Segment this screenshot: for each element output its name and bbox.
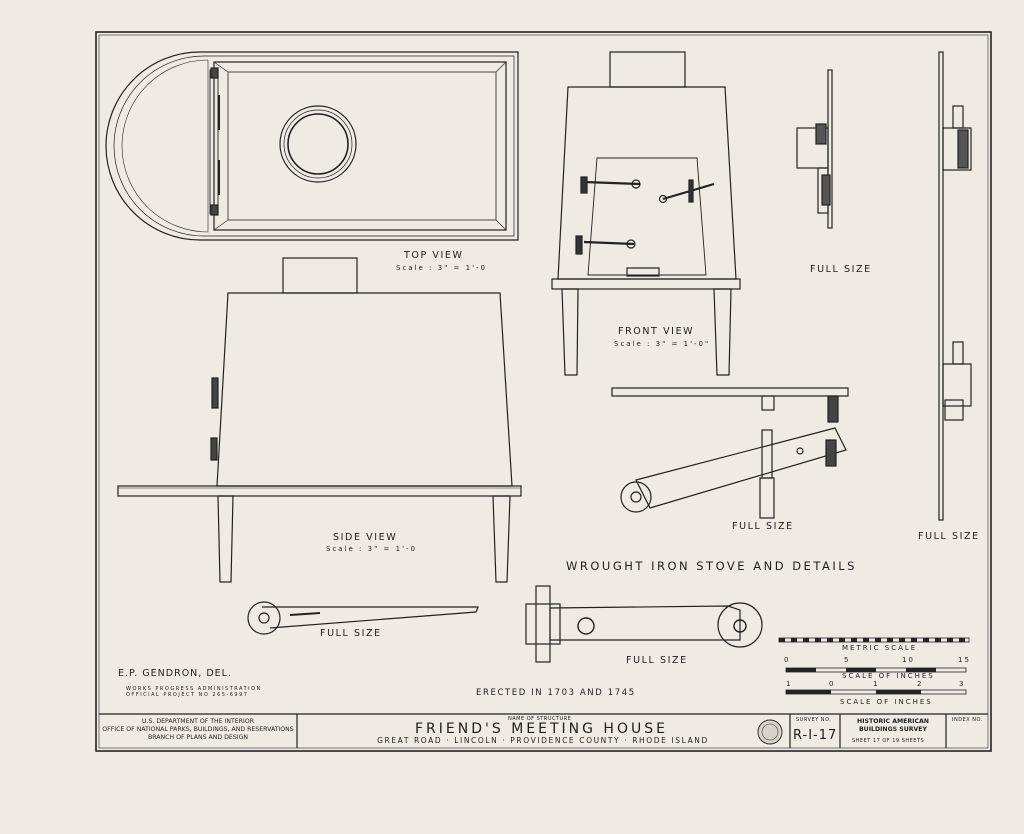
agency-block: U.S. DEPARTMENT OF THE INTERIOR OFFICE O… bbox=[100, 718, 296, 742]
habs-block: HISTORIC AMERICAN BUILDINGS SURVEY bbox=[842, 718, 944, 734]
inner-border bbox=[98, 34, 989, 749]
inch-tick-d: 2 bbox=[917, 680, 924, 688]
index-caption: INDEX NO. bbox=[952, 717, 983, 723]
inch-scale-label-bottom: SCALE OF INCHES bbox=[840, 698, 933, 706]
location-line: GREAT ROAD · LINCOLN · PROVIDENCE COUNTY… bbox=[377, 736, 709, 745]
side-view-scale: Scale : 3" = 1'-0 bbox=[326, 545, 417, 553]
full-size-label-d: FULL SIZE bbox=[320, 628, 382, 639]
top-view-drawing bbox=[105, 51, 519, 241]
habs-line-1: HISTORIC AMERICAN bbox=[857, 718, 929, 725]
metric-scale-label: METRIC SCALE bbox=[842, 644, 918, 652]
seal-icon bbox=[757, 719, 783, 745]
agency-line-2: OFFICE OF NATIONAL PARKS, BUILDINGS, AND… bbox=[102, 726, 294, 733]
hinge-detail-vertical-a bbox=[796, 69, 833, 229]
top-view-label: TOP VIEW bbox=[404, 250, 464, 261]
side-view-label: SIDE VIEW bbox=[333, 532, 398, 543]
full-size-label-a: FULL SIZE bbox=[810, 264, 872, 275]
agency-line-1: U.S. DEPARTMENT OF THE INTERIOR bbox=[142, 718, 254, 725]
drafter-credit: E.P. GENDRON, DEL. bbox=[118, 668, 232, 679]
inch-tick-b: 0 bbox=[829, 680, 836, 688]
front-view-drawing bbox=[551, 51, 741, 376]
rod-detail bbox=[247, 601, 479, 635]
agency-line-3: BRANCH OF PLANS AND DESIGN bbox=[147, 734, 248, 741]
front-view-scale: Scale : 3" = 1'-0" bbox=[614, 340, 711, 348]
habs-line-2: BUILDINGS SURVEY bbox=[858, 726, 928, 733]
structure-name: FRIEND'S MEETING HOUSE bbox=[415, 721, 668, 737]
drawing-title: WROUGHT IRON STOVE AND DETAILS bbox=[566, 559, 857, 573]
side-view-drawing bbox=[117, 257, 522, 583]
metric-tick-0: 0 bbox=[784, 656, 791, 664]
inch-tick-c: 1 bbox=[873, 680, 880, 688]
strap-hinge-detail bbox=[525, 585, 763, 663]
erected-note: ERECTED IN 1703 AND 1745 bbox=[476, 688, 636, 698]
survey-caption: SURVEY NO. bbox=[796, 717, 832, 723]
name-caption: NAME OF STRUCTURE bbox=[508, 716, 572, 722]
sheet-number: SHEET 17 OF 19 SHEETS bbox=[852, 738, 925, 744]
hinge-detail-vertical-b bbox=[938, 51, 972, 521]
inch-scale-label-top: SCALE OF INCHES bbox=[842, 672, 935, 680]
metric-tick-15: 15 bbox=[958, 656, 971, 664]
top-view-scale: Scale : 3" = 1'-0 bbox=[396, 264, 487, 272]
wpa-note-line-1: WORKS PROGRESS ADMINISTRATION bbox=[126, 686, 262, 692]
latch-detail bbox=[611, 387, 849, 519]
inch-tick-a: 1 bbox=[786, 680, 793, 688]
wpa-note-line-2: OFFICIAL PROJECT NO 265-6997 bbox=[126, 692, 249, 698]
inch-tick-e: 3 bbox=[959, 680, 966, 688]
full-size-label-c: FULL SIZE bbox=[918, 531, 980, 542]
full-size-label-e: FULL SIZE bbox=[626, 655, 688, 666]
survey-number: R-I-17 bbox=[793, 728, 838, 743]
full-size-label-b: FULL SIZE bbox=[732, 521, 794, 532]
metric-tick-10: 10 bbox=[902, 656, 915, 664]
front-view-label: FRONT VIEW bbox=[618, 326, 695, 337]
metric-tick-5: 5 bbox=[844, 656, 851, 664]
outer-border bbox=[95, 31, 992, 752]
